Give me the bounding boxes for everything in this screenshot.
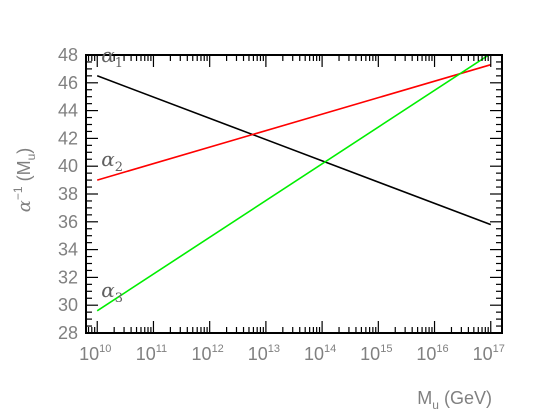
series-label-alpha2: α2 [101, 147, 123, 175]
y-tick-label: 30 [58, 295, 78, 315]
x-tick-label: 1016 [416, 343, 448, 364]
y-tick-label: 28 [58, 323, 78, 343]
y-tick-label: 46 [58, 73, 78, 93]
y-tick-label: 48 [58, 45, 78, 65]
x-tick-label: 1012 [192, 343, 224, 364]
series-label-alpha1: α1 [101, 43, 123, 71]
x-tick-label: 1015 [360, 343, 392, 364]
x-axis-label: Mu (GeV) [417, 388, 492, 412]
plot-frame [85, 54, 503, 334]
y-tick-label: 34 [58, 240, 78, 260]
y-tick-label: 38 [58, 184, 78, 204]
series-label-alpha3: α3 [101, 278, 123, 306]
x-tick-label: 1010 [79, 343, 111, 364]
x-tick-label: 1011 [136, 343, 167, 364]
y-tick-label: 32 [58, 267, 78, 287]
y-tick-label: 40 [58, 156, 78, 176]
series-line-alpha3 [96, 55, 491, 312]
ticks-layer [86, 54, 502, 334]
x-tick-label: 1013 [248, 343, 280, 364]
y-tick-label: 44 [58, 101, 78, 121]
x-tick-label: 1014 [304, 343, 336, 364]
labels-layer: 28 30 32 34 36 38 40 42 44 46 48 1010 1011 1012 1013 10… [11, 43, 505, 412]
series-line-alpha2 [96, 63, 492, 181]
y-tick-label: 42 [58, 128, 78, 148]
y-tick-label: 36 [58, 212, 78, 232]
series-line-alpha1 [96, 75, 492, 226]
y-axis-label: α−1 (Mu) [11, 148, 38, 213]
x-tick-label: 1017 [473, 343, 505, 364]
series-layer [96, 55, 492, 312]
